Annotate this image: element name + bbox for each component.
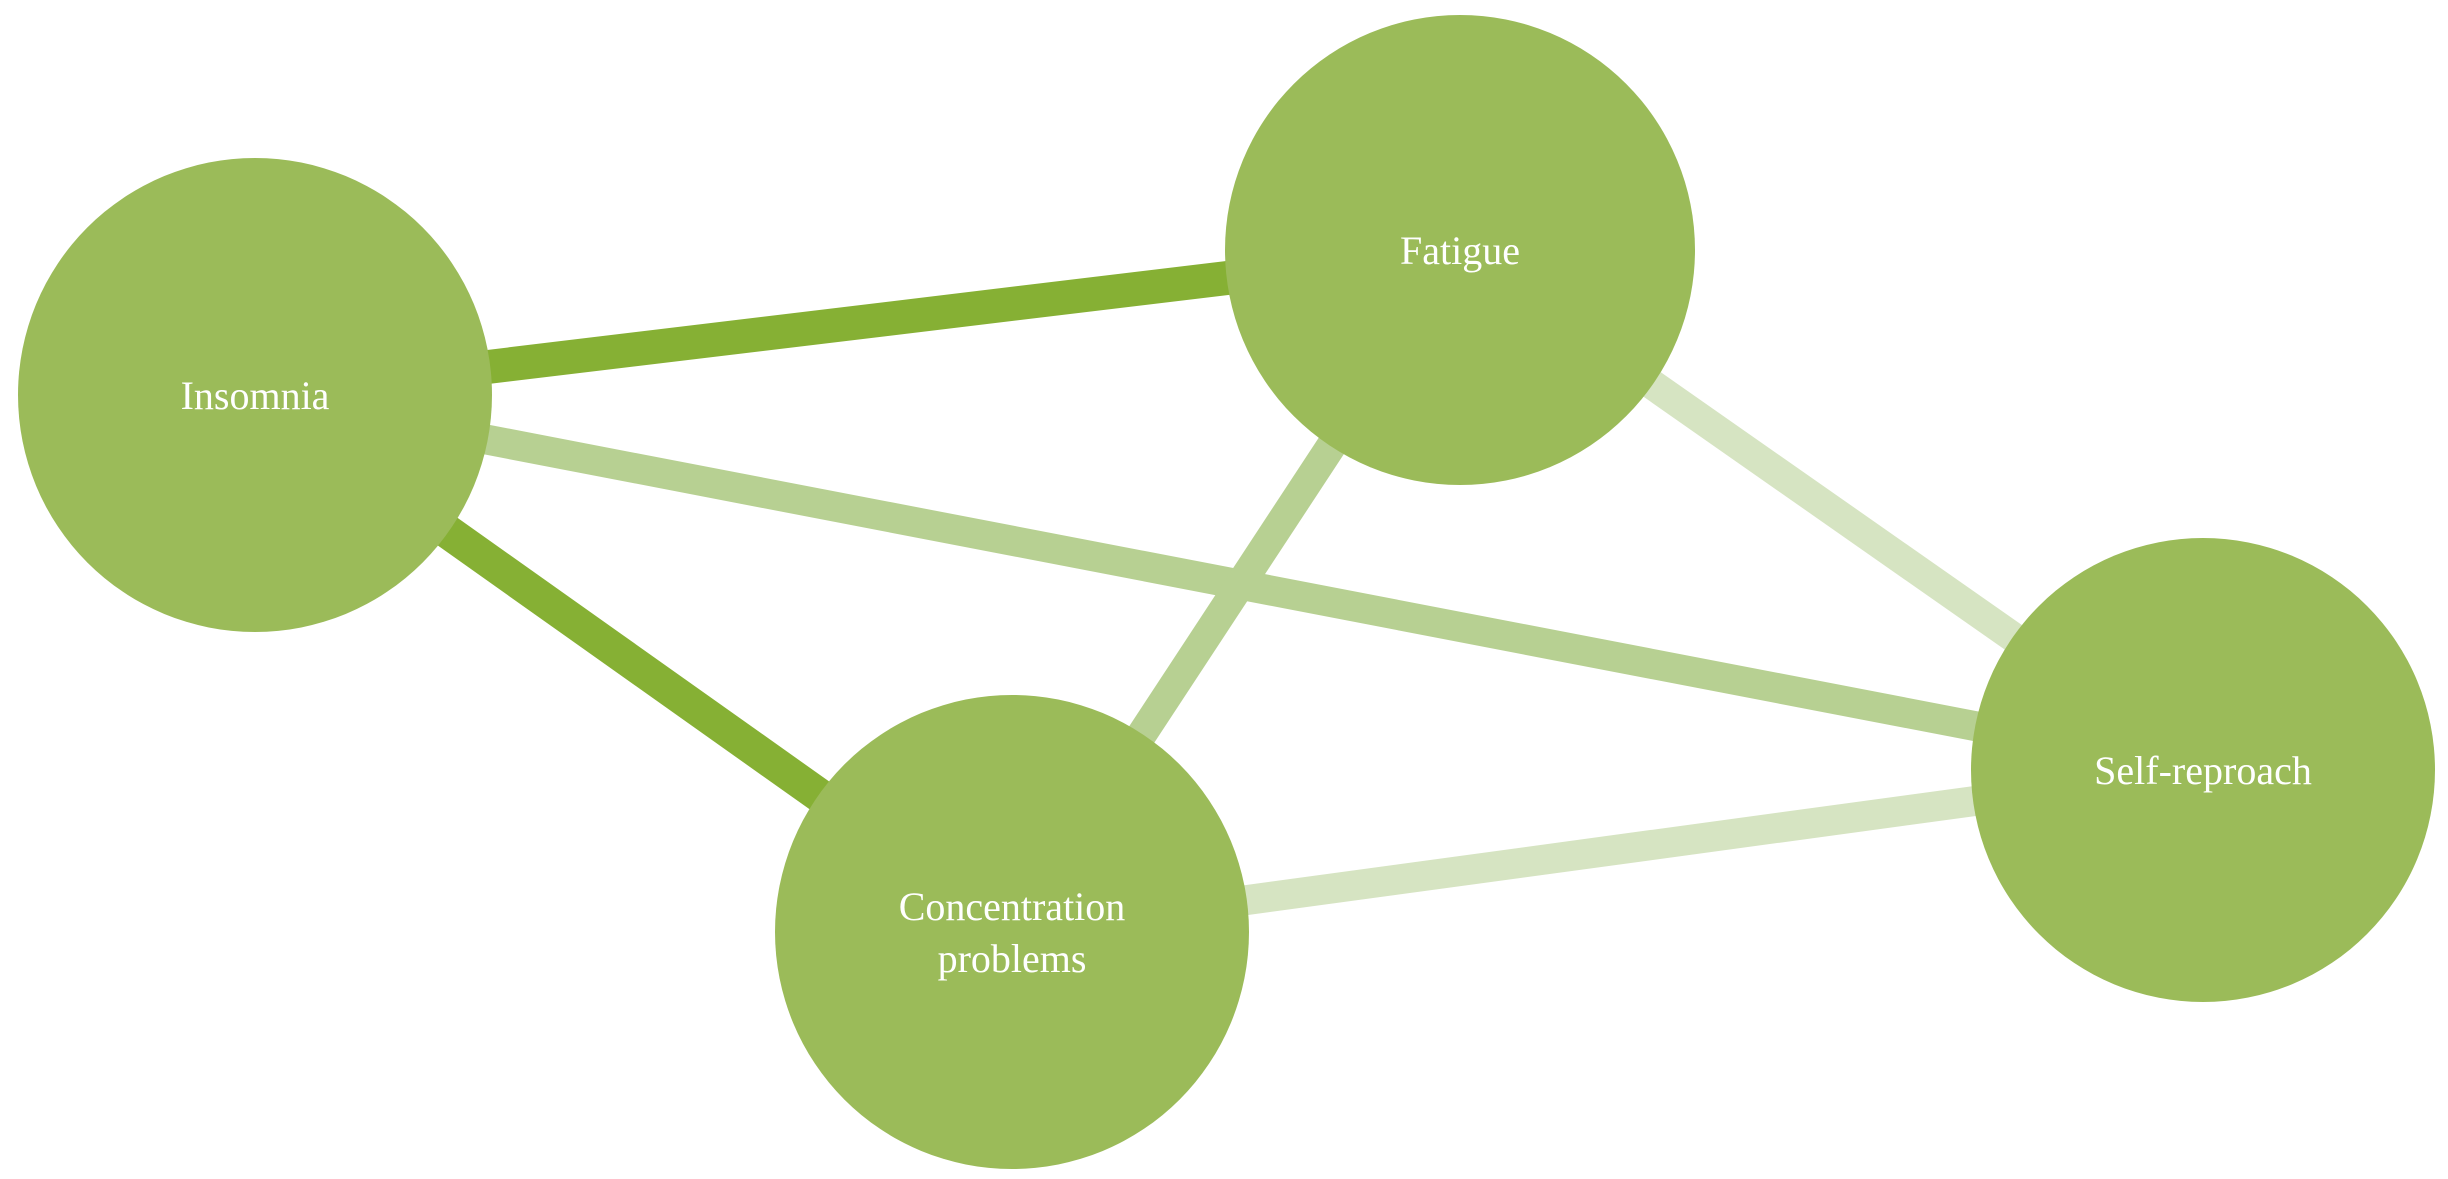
node-insomnia: Insomnia xyxy=(18,158,492,632)
node-label-concentration: Concentration xyxy=(899,884,1126,929)
node-label-fatigue: Fatigue xyxy=(1400,228,1520,273)
node-label-insomnia: Insomnia xyxy=(181,373,330,418)
node-circle-concentration xyxy=(775,695,1249,1169)
node-circle-fatigue xyxy=(1225,15,1695,485)
node-selfreproach: Self-reproach xyxy=(1971,538,2435,1002)
node-label-concentration: problems xyxy=(938,936,1087,981)
node-label-selfreproach: Self-reproach xyxy=(2094,748,2312,793)
node-concentration: Concentration problems xyxy=(775,695,1249,1169)
node-fatigue: Fatigue xyxy=(1225,15,1695,485)
edges-layer xyxy=(245,233,2212,947)
node-circle-insomnia xyxy=(18,158,492,632)
node-circle-selfreproach xyxy=(1971,538,2435,1002)
